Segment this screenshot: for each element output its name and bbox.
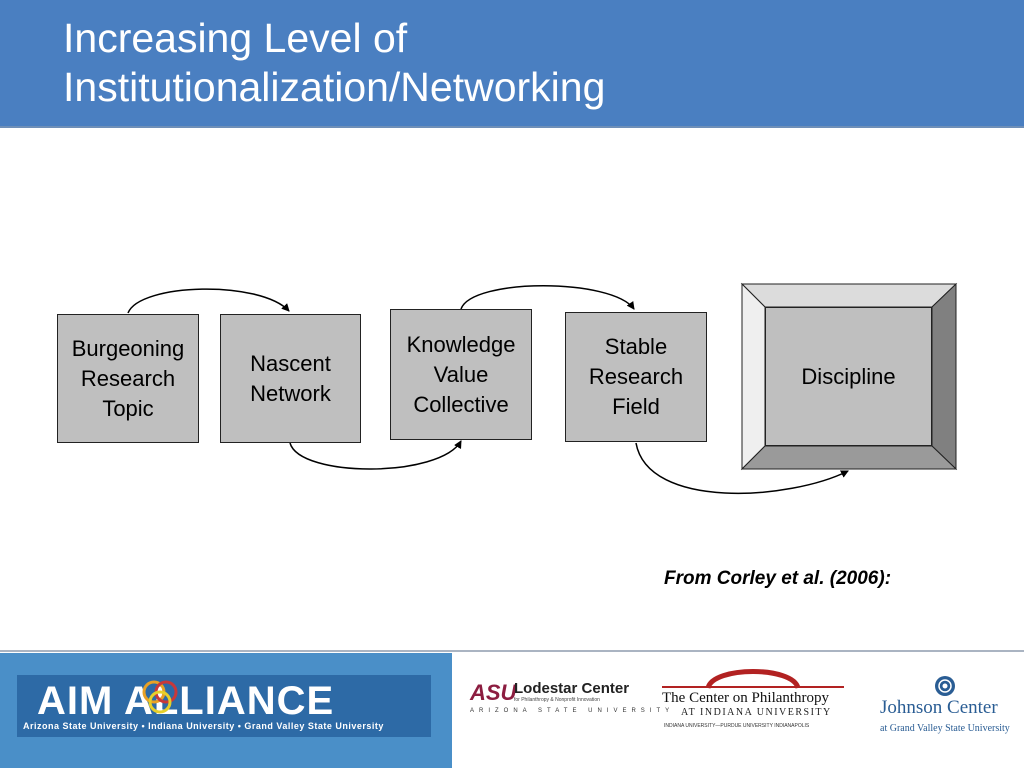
arrow-stable-to-discipline xyxy=(635,442,849,495)
interlocking-rings-icon xyxy=(142,680,178,714)
slide-title: Increasing Level of Institutionalization… xyxy=(63,14,605,112)
stage-stable-research-field: Stable Research Field xyxy=(565,312,707,442)
slide-title-line2: Institutionalization/Networking xyxy=(63,64,606,110)
cop-subtitle: AT INDIANA UNIVERSITY xyxy=(681,707,832,718)
stage-label: Knowledge Value Collective xyxy=(406,331,516,417)
slide-title-line1: Increasing Level of xyxy=(63,15,408,61)
title-bar: Increasing Level of Institutionalization… xyxy=(0,0,1024,128)
lodestar-university: ARIZONA STATE UNIVERSITY xyxy=(470,708,675,714)
discipline-bevel xyxy=(740,282,958,471)
aim-alliance-subtitle: Arizona State University • Indiana Unive… xyxy=(23,721,384,731)
center-on-philanthropy-logo: The Center on Philanthropy AT INDIANA UN… xyxy=(658,660,848,732)
arrow-burgeoning-to-nascent xyxy=(127,288,290,314)
johnson-subtitle: at Grand Valley State University xyxy=(880,723,1010,734)
stage-label: Burgeoning Research Topic xyxy=(71,335,185,421)
stage-nascent-network: Nascent Network xyxy=(220,314,361,443)
aim-alliance-logo: AIM ALLIANCE Arizona State University • … xyxy=(0,653,452,768)
arrow-nascent-to-knowledge xyxy=(289,440,462,470)
stage-burgeoning-research-topic: Burgeoning Research Topic xyxy=(57,314,199,443)
johnson-name: Johnson Center xyxy=(880,697,998,718)
citation: From Corley et al. (2006): xyxy=(664,568,892,589)
johnson-center-logo: Johnson Center at Grand Valley State Uni… xyxy=(876,675,1016,740)
stage-discipline: Discipline xyxy=(765,307,932,446)
lodestar-name: Lodestar Center xyxy=(514,680,630,697)
lodestar-center-logo: ASU Lodestar Center for Philanthropy & N… xyxy=(470,680,669,720)
stage-label: Discipline xyxy=(801,363,896,389)
aim-alliance-wordmark: AIM ALLIANCE xyxy=(37,679,335,723)
johnson-emblem-icon xyxy=(935,676,955,696)
arch-icon xyxy=(662,669,844,690)
arrow-knowledge-to-stable xyxy=(460,285,635,310)
cop-title: The Center on Philanthropy xyxy=(662,690,830,706)
asu-mark: ASU xyxy=(470,680,517,705)
stage-knowledge-value-collective: Knowledge Value Collective xyxy=(390,309,532,440)
aim-alliance-badge: AIM ALLIANCE Arizona State University • … xyxy=(17,675,431,737)
footer-divider xyxy=(0,650,1024,652)
stage-label: Nascent Network xyxy=(250,350,331,406)
stage-label: Stable Research Field xyxy=(588,334,684,419)
cop-subtitle-2: INDIANA UNIVERSITY—PURDUE UNIVERSITY IND… xyxy=(664,723,810,729)
lodestar-tagline: for Philanthropy & Nonprofit Innovation xyxy=(514,697,600,703)
